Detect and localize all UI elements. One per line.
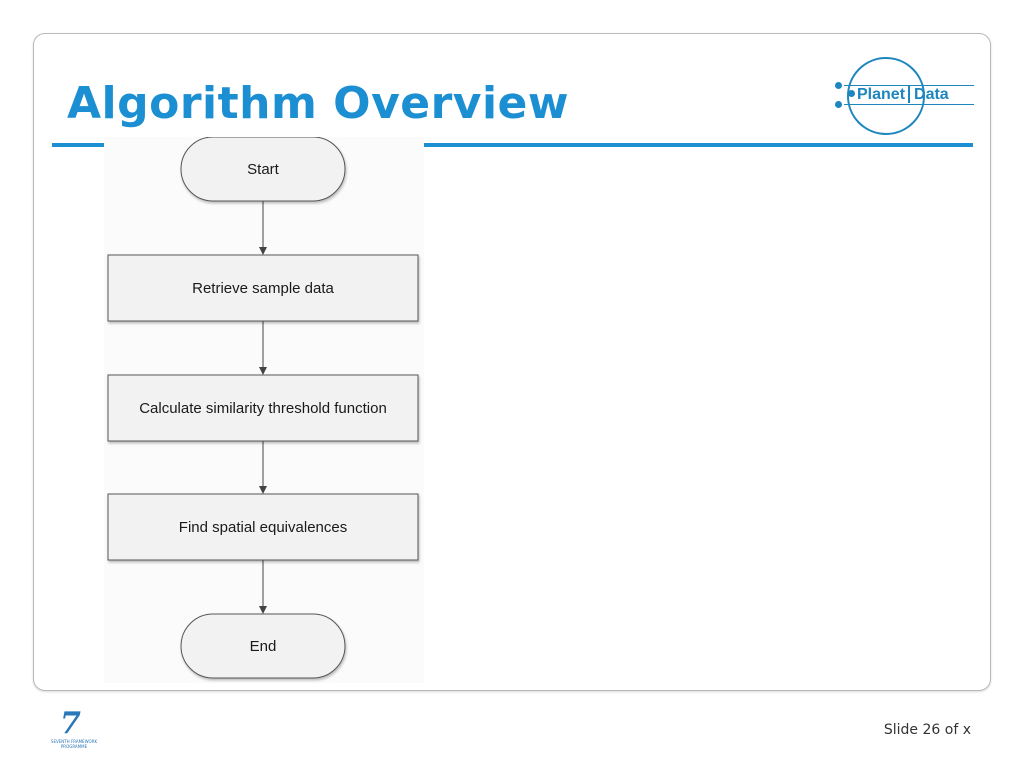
fp7-mark: 7 — [60, 706, 81, 741]
logo-line — [844, 85, 974, 86]
title-rule-left — [52, 143, 108, 147]
fp7-logo: 7 SEVENTH FRAMEWORK PROGRAMME — [44, 708, 104, 752]
flow-node-shape — [107, 493, 419, 561]
flow-node-start: Start — [180, 137, 346, 202]
logo-line — [844, 104, 974, 105]
flow-node-label: Find spatial equivalences — [179, 519, 347, 536]
fp7-caption: SEVENTH FRAMEWORK PROGRAMME — [44, 739, 104, 749]
logo-word-planet: Planet — [857, 86, 906, 103]
flow-node-shape — [107, 254, 419, 322]
flow-node-shape — [180, 613, 346, 679]
logo-dot — [835, 82, 842, 89]
logo-word-data: Data — [908, 86, 949, 103]
fp7-caption-line1: SEVENTH FRAMEWORK — [50, 739, 98, 744]
flow-node-shape — [107, 374, 419, 442]
flow-node-label: Calculate similarity threshold function — [139, 400, 387, 417]
logo-dot — [835, 101, 842, 108]
flow-node-retrieve: Retrieve sample data — [107, 254, 419, 322]
flow-node-shape — [180, 137, 346, 202]
logo-ring — [847, 57, 925, 135]
flow-node-end: End — [180, 613, 346, 679]
slide-title: Algorithm Overview — [67, 78, 570, 129]
flow-node-label: End — [250, 638, 277, 655]
fp7-caption-line2: PROGRAMME — [60, 744, 88, 749]
flow-node-find: Find spatial equivalences — [107, 493, 419, 561]
slide-number: Slide 26 of x — [883, 722, 971, 738]
flow-node-label: Start — [247, 161, 280, 178]
logo-bullet-icon — [848, 90, 855, 97]
flow-node-label: Retrieve sample data — [192, 280, 334, 297]
flow-node-calculate: Calculate similarity threshold function — [107, 374, 419, 442]
title-rule-right — [422, 143, 973, 147]
